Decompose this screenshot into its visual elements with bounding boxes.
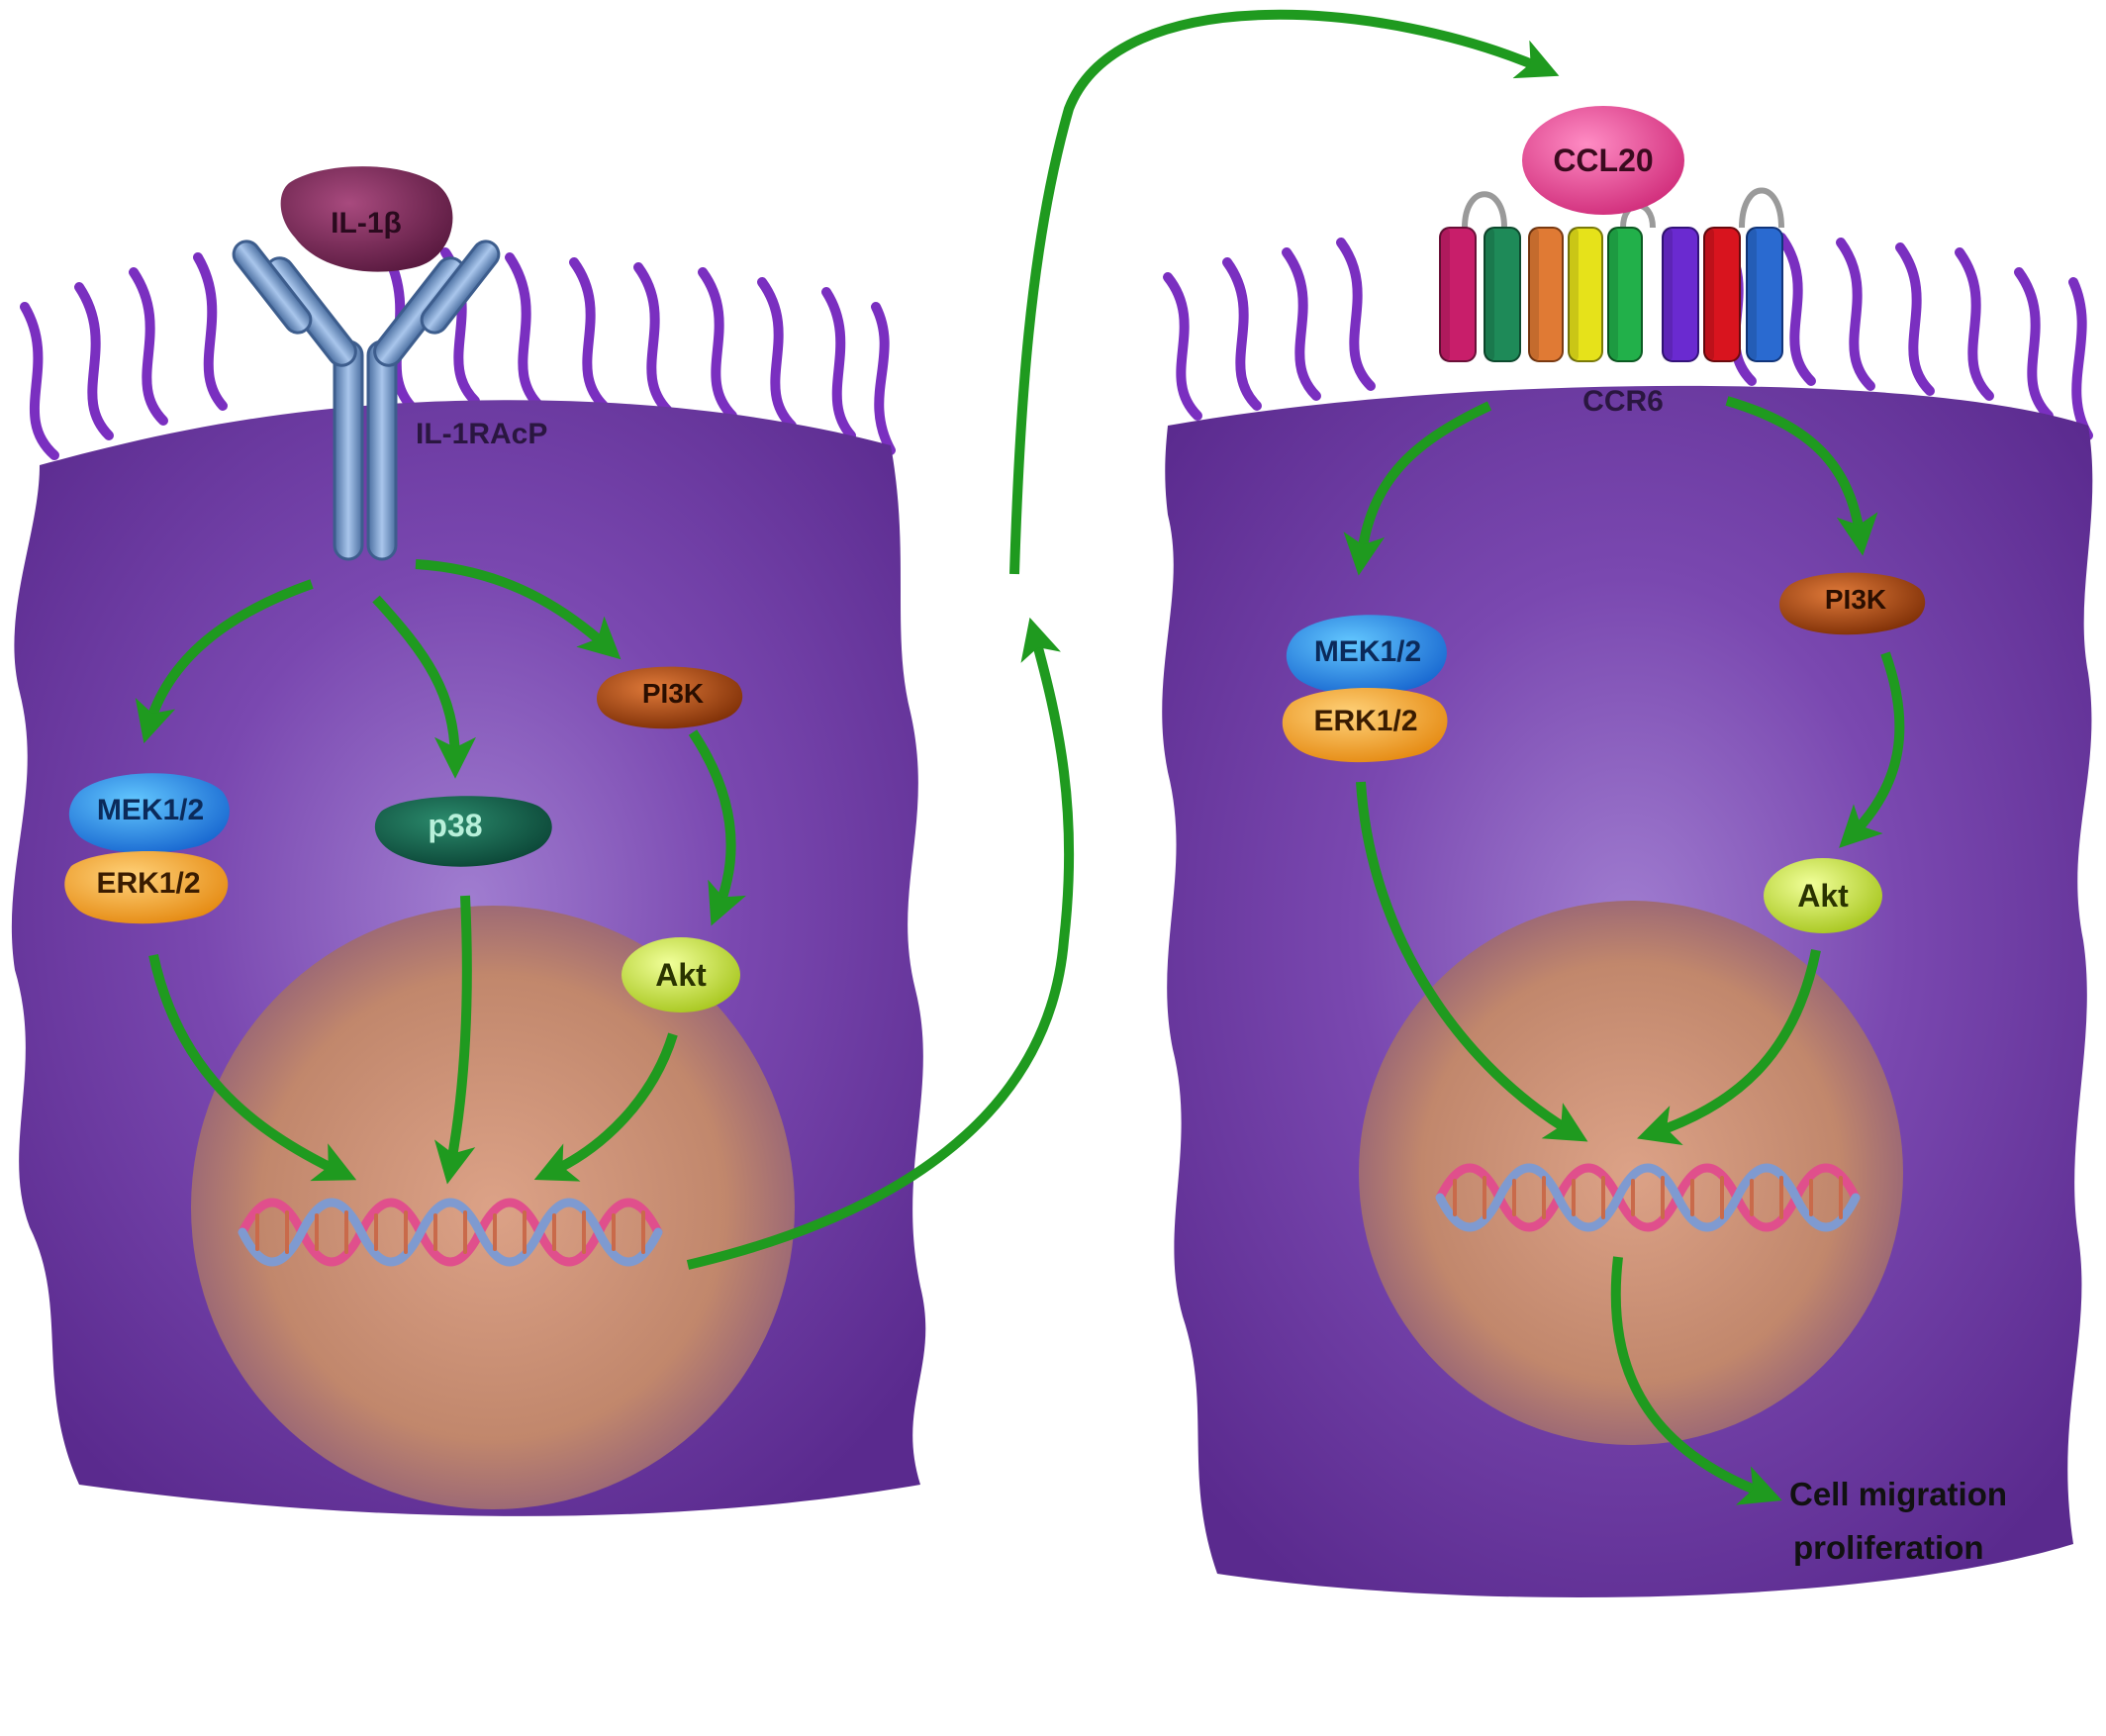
left-pi3k-label: PI3K <box>642 678 704 709</box>
ccl20-ligand <box>1522 106 1684 215</box>
right-mek-label: MEK1/2 <box>1314 635 1421 668</box>
right-dna <box>1435 1163 1861 1232</box>
right-signal-arrows <box>1343 396 1905 1505</box>
ligand-transport-arrow <box>1009 9 1560 575</box>
left-erk-label: ERK1/2 <box>96 867 200 900</box>
p38-label: p38 <box>428 808 482 843</box>
left-signal-arrows <box>135 559 747 1185</box>
ccr6-receptor <box>1439 187 1784 362</box>
inter-cell-arrows <box>686 9 1560 1270</box>
outcome-label-line2: proliferation <box>1793 1529 1984 1566</box>
left-mek-label: MEK1/2 <box>97 794 204 826</box>
il1b-label: IL-1β <box>331 207 402 240</box>
right-pi3k-protein <box>1778 572 1926 635</box>
right-cilia <box>1163 233 2093 440</box>
outcome-label-line1: Cell migration <box>1789 1476 2007 1512</box>
left-akt-protein <box>622 937 740 1013</box>
left-akt-label: Akt <box>655 957 707 993</box>
right-erk-protein <box>1282 688 1448 763</box>
right-mek-protein <box>1286 615 1447 696</box>
left-mek-protein <box>68 773 230 854</box>
left-erk-protein <box>64 851 229 924</box>
p38-protein <box>374 796 552 867</box>
left-pi3k-protein <box>596 666 743 729</box>
left-dna <box>238 1198 663 1267</box>
right-erk-label: ERK1/2 <box>1313 705 1417 737</box>
right-akt-label: Akt <box>1797 878 1849 914</box>
il1b-ligand <box>280 166 453 272</box>
right-cell: CCL20 CCR6 MEK1/2 ERK1/2 PI3K Akt Cell m… <box>1162 106 2093 1597</box>
left-cell: IL-1β IL-1RAcP MEK1/2 ERK1/2 p38 PI3K Ak… <box>11 166 926 1516</box>
ccr6-label: CCR6 <box>1582 385 1664 418</box>
right-pi3k-label: PI3K <box>1825 584 1886 615</box>
il1racp-label: IL-1RAcP <box>416 418 547 450</box>
secretion-arrow <box>686 617 1075 1270</box>
right-akt-protein <box>1764 858 1882 933</box>
il1racp-receptor <box>232 240 501 561</box>
ccl20-label: CCL20 <box>1553 143 1653 178</box>
